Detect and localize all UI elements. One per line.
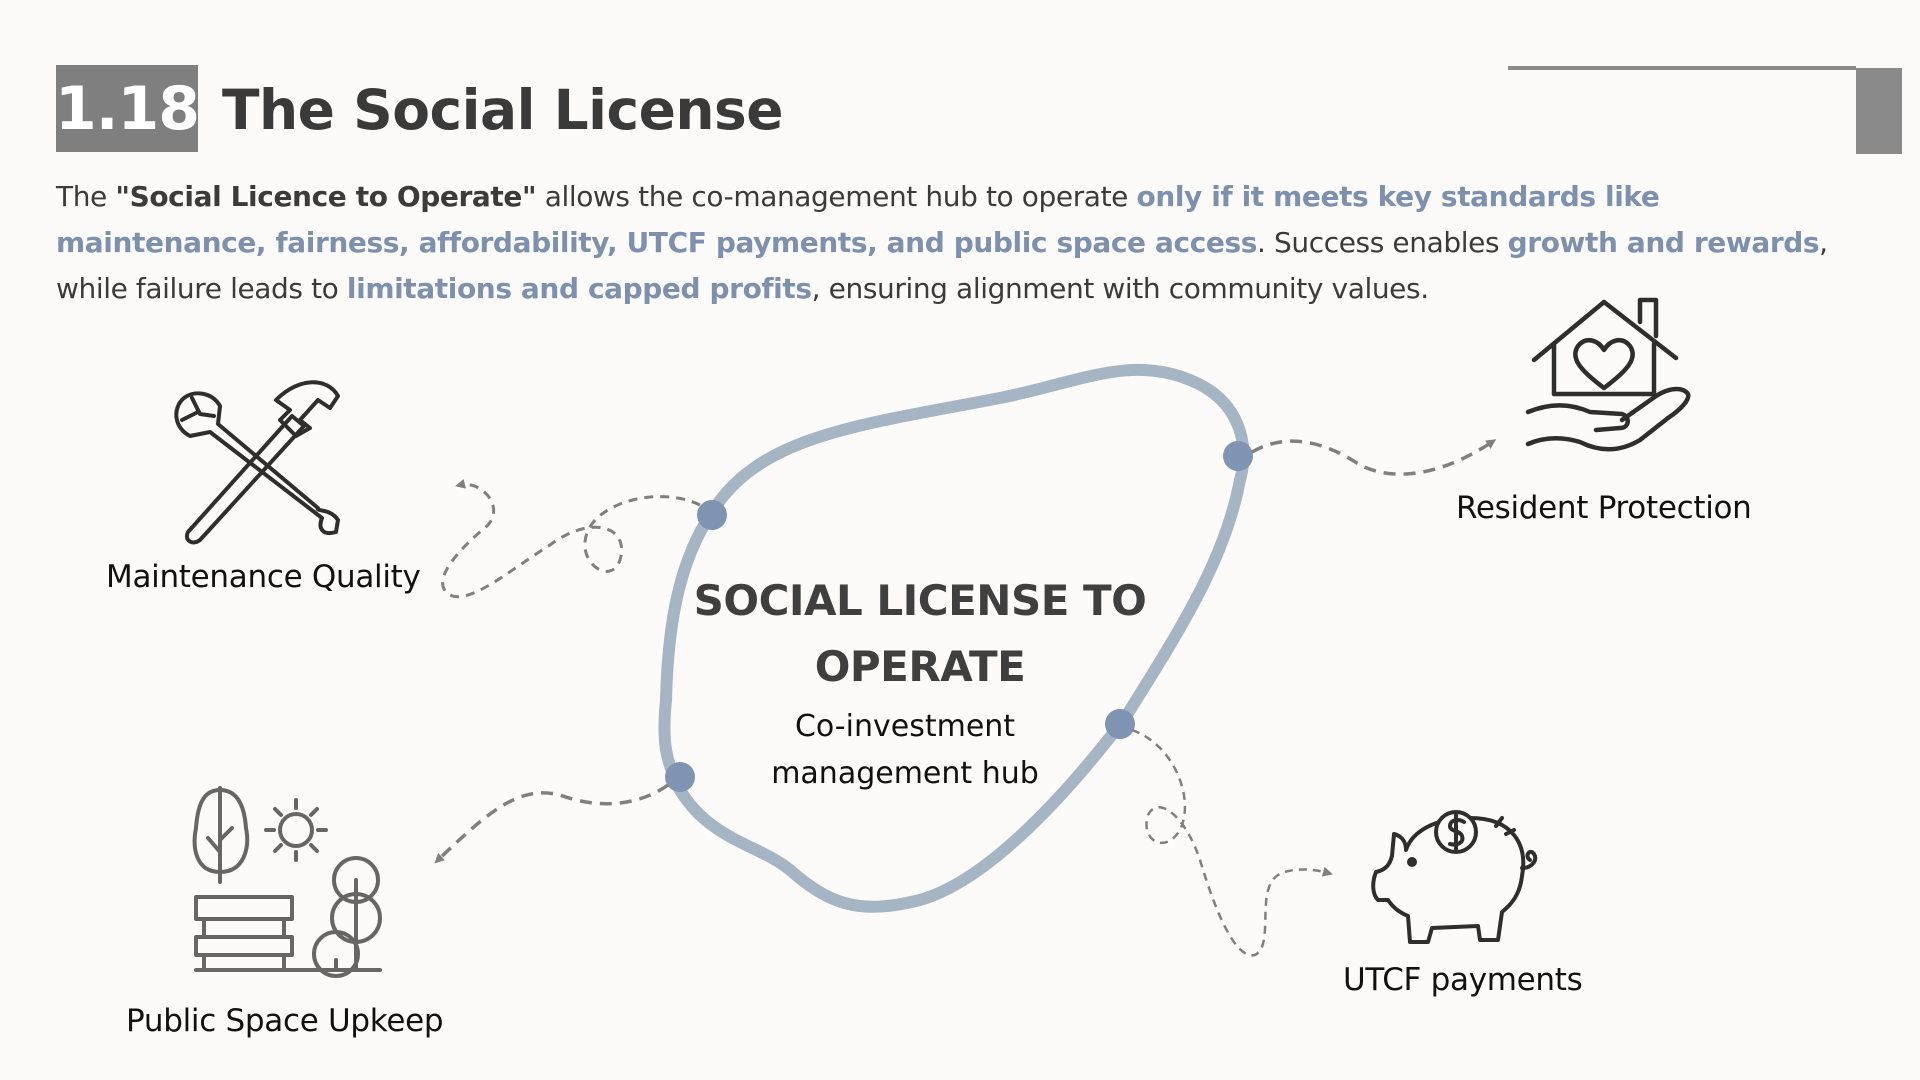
- label-public-space-upkeep: Public Space Upkeep: [126, 1003, 444, 1039]
- intro-text: The: [56, 180, 116, 213]
- intro-highlight-standards: only if it meets key standards like main…: [56, 180, 1660, 259]
- hub-title: SOCIAL LICENSE TO OPERATE: [693, 576, 1147, 691]
- section-number-badge: 1.18: [55, 65, 200, 152]
- hub-connector-dot: [665, 762, 695, 792]
- label-maintenance-quality: Maintenance Quality: [106, 559, 421, 595]
- wrench-hammer-icon: [174, 380, 340, 545]
- label-utcf-payments: UTCF payments: [1343, 962, 1583, 998]
- connector-arrow-resident: [1251, 439, 1497, 476]
- intro-emphasis: "Social Licence to Operate": [115, 180, 537, 213]
- corner-decoration-line: [1508, 66, 1856, 70]
- park-bench-tree-icon: [192, 786, 382, 978]
- hub-connector-dot: [1223, 441, 1253, 471]
- house-in-hand-icon: [1525, 297, 1691, 452]
- hub-connector-dot: [697, 500, 727, 530]
- label-resident-protection: Resident Protection: [1456, 490, 1752, 526]
- piggy-bank-icon: [1371, 810, 1538, 944]
- intro-paragraph: The "Social Licence to Operate" allows t…: [56, 174, 1876, 312]
- intro-text: , ensuring alignment with community valu…: [811, 272, 1429, 305]
- corner-decoration-block: [1856, 68, 1902, 154]
- hub-blob-outline: [658, 363, 1250, 913]
- intro-highlight-limitations: limitations and capped profits: [346, 272, 812, 305]
- connector-arrow-utcf: [1131, 728, 1333, 957]
- hub-subtitle: Co-investment management hub: [771, 709, 1039, 791]
- intro-text: allows the co-management hub to operate: [536, 180, 1137, 213]
- intro-highlight-growth: growth and rewards: [1507, 226, 1820, 259]
- intro-text: . Success enables: [1257, 226, 1508, 259]
- connector-arrow-public-space: [434, 783, 670, 864]
- hub-connector-dot: [1105, 709, 1135, 739]
- page-title: The Social License: [222, 78, 784, 142]
- connector-arrow-maintenance: [441, 478, 701, 599]
- intro-text: , while failure leads to: [56, 226, 1828, 305]
